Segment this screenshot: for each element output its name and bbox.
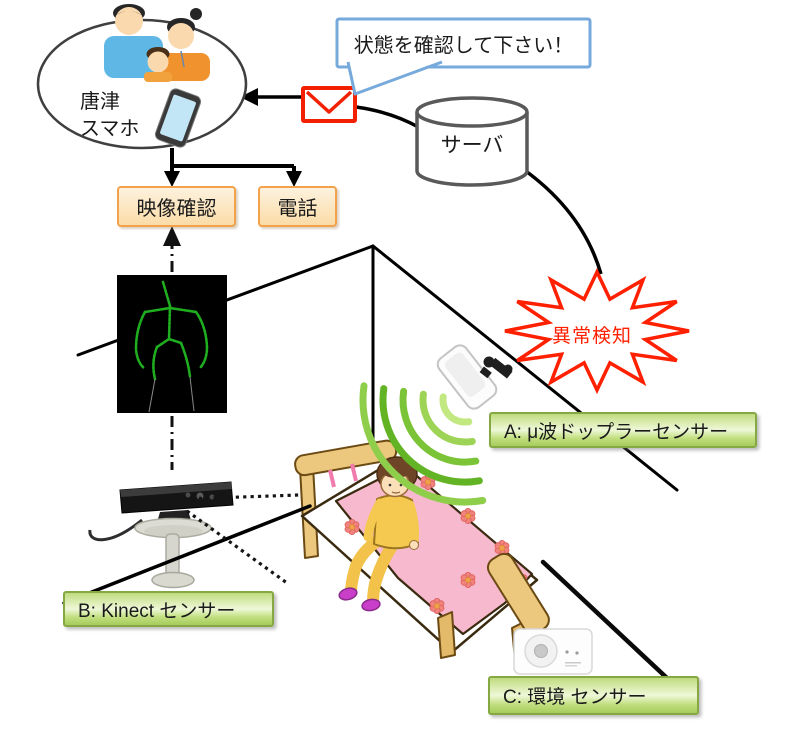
action-box-video-check: 映像確認 — [117, 186, 236, 227]
kinect-sensor-icon — [88, 481, 234, 589]
action-arrows — [170, 148, 296, 177]
environment-sensor-icon — [513, 628, 593, 675]
mail-envelope-icon — [301, 86, 357, 123]
database-cylinder-icon — [415, 96, 529, 187]
floor-line — [62, 504, 312, 605]
kinect-fov-lines — [183, 493, 300, 585]
arrowhead-phone — [286, 171, 302, 187]
family-label-line1: 唐津 — [80, 91, 120, 113]
kinect-skeleton-display — [117, 275, 227, 413]
mail-arrow — [240, 88, 302, 106]
bed-illustration — [294, 439, 550, 661]
sensor-c-label-box: C: 環境 センサー — [488, 676, 699, 715]
arrowhead-video — [164, 171, 180, 187]
family-smartphone-label: 唐津 スマホ — [80, 89, 139, 143]
wall-line-bottom-right — [540, 559, 671, 682]
video-check-label: 映像確認 — [136, 198, 217, 220]
speech-bubble-text: 状態を確認して下さい！ — [353, 34, 574, 57]
action-box-phone: 電話 — [258, 186, 337, 227]
sensor-a-label-box: A: μ波ドップラーセンサー — [489, 412, 757, 448]
phone-label: 電話 — [277, 198, 318, 220]
alert-starburst-icon — [504, 267, 690, 395]
speech-bubble-shape — [335, 17, 592, 96]
family-label-line2: スマホ — [80, 118, 140, 140]
family-avatar — [104, 4, 210, 82]
kinect-video-link — [163, 226, 181, 470]
sensor-b-label: B: Kinect センサー — [78, 600, 236, 622]
sensor-b-label-box: B: Kinect センサー — [63, 591, 274, 627]
smartphone-icon — [154, 88, 202, 148]
sensor-a-label: A: μ波ドップラーセンサー — [504, 421, 729, 443]
server-label: サーバ — [440, 134, 504, 157]
mail-flow-lines — [355, 105, 603, 275]
doppler-sensor-icon — [436, 344, 513, 410]
sensor-c-label: C: 環境 センサー — [503, 687, 647, 708]
radio-waves-icon — [359, 382, 487, 506]
alert-text: 異常検知 — [551, 326, 632, 347]
